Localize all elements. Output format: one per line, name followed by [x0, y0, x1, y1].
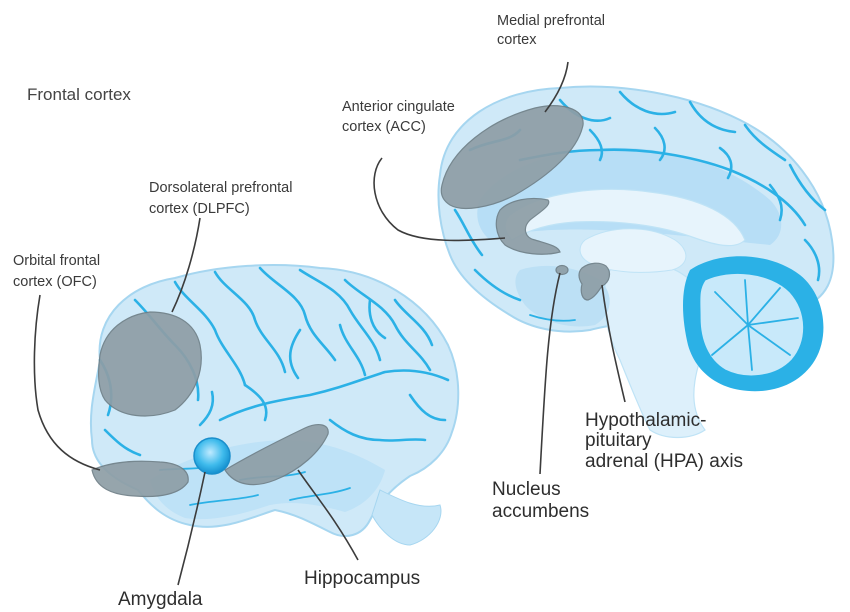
lateral-brainstem	[372, 490, 441, 545]
ofc-region	[92, 461, 188, 496]
label-medial-prefrontal: Medial prefrontal cortex	[497, 13, 609, 48]
dlpfc-region	[99, 312, 202, 416]
title: Frontal cortex	[27, 85, 131, 104]
amygdala-region	[194, 438, 230, 474]
label-ofc: Orbital frontal cortex (OFC)	[13, 253, 104, 290]
leader-ofc	[34, 295, 100, 470]
label-hippocampus: Hippocampus	[304, 568, 420, 589]
nucleus-accumbens-region	[556, 266, 568, 275]
label-dlpfc: Dorsolateral prefrontal cortex (DLPFC)	[149, 180, 297, 217]
label-acc: Anterior cingulate cortex (ACC)	[342, 99, 459, 135]
label-hpa: Hypothalamic- pituitary adrenal (HPA) ax…	[585, 410, 743, 472]
lateral-brain	[91, 265, 458, 545]
label-amygdala: Amygdala	[118, 589, 203, 610]
medial-brain	[438, 87, 833, 438]
label-nucleus-accumbens: Nucleus accumbens	[492, 479, 589, 522]
